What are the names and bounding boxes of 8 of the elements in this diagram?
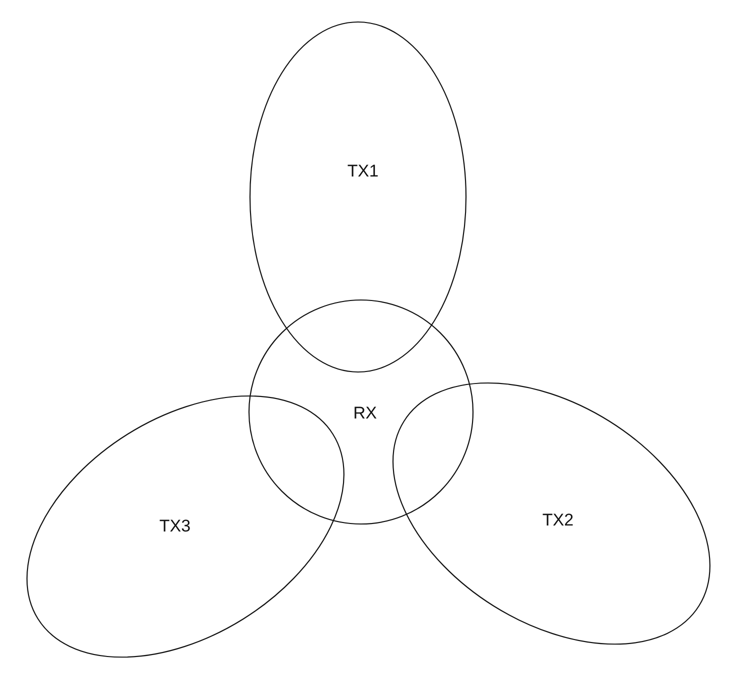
- zone-label: RX: [353, 404, 377, 422]
- oval-zone: [249, 300, 473, 524]
- oval-zone: [26, 396, 344, 658]
- zone-label: TX2: [542, 511, 574, 528]
- oval-zone: [250, 22, 466, 372]
- zone-label: TX3: [159, 517, 191, 534]
- zone-label: TX1: [347, 162, 379, 180]
- oval-zone: [392, 383, 710, 645]
